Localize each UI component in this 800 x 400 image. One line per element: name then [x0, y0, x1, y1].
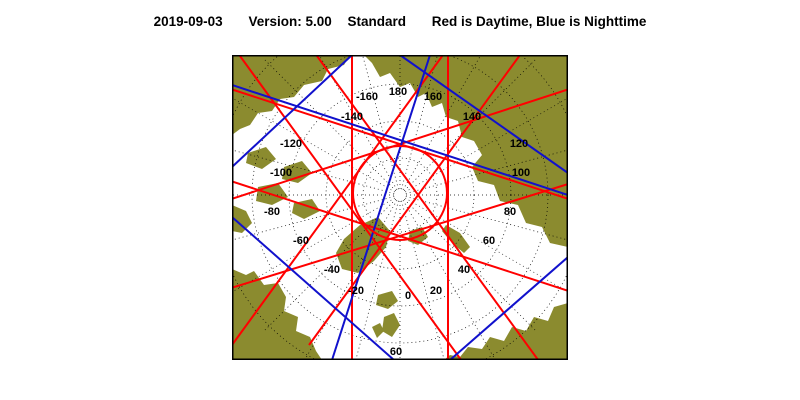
meridian-line: [233, 197, 395, 292]
land-polygon: [246, 147, 276, 169]
meridian-line: [304, 200, 398, 360]
satellite-track-nighttime: [331, 55, 431, 360]
longitude-label: -160: [356, 91, 378, 103]
longitude-label: -20: [348, 285, 364, 297]
land-polygon: [232, 205, 252, 233]
longitude-label: 160: [424, 91, 442, 103]
meridian-line: [263, 198, 397, 332]
meridian-line: [401, 200, 445, 360]
latitude-circle: [362, 157, 438, 233]
longitude-label: 180: [389, 86, 407, 98]
satellite-track-nighttime: [232, 55, 353, 168]
polar-map: -160 180 160 -140 140 -120 120 -100 100 -80 80 -60 6…: [232, 55, 568, 360]
pole-orbit-circle: [352, 145, 448, 241]
longitude-label: -80: [264, 206, 280, 218]
longitude-label: -40: [324, 264, 340, 276]
meridian-line: [405, 197, 567, 292]
land-polygon: [232, 269, 322, 360]
longitude-label: 140: [463, 111, 481, 123]
longitude-label: 120: [510, 138, 528, 150]
satellite-track-nighttime: [449, 256, 568, 360]
longitude-label: 40: [458, 264, 470, 276]
satellite-track-nighttime: [232, 216, 395, 360]
longitude-label: 0: [405, 290, 411, 302]
title-version: Version: 5.00: [248, 14, 332, 29]
satellite-track-nighttime: [232, 84, 568, 196]
longitude-label: 60: [483, 235, 495, 247]
land-polygon: [444, 303, 568, 360]
longitude-label: -120: [280, 138, 302, 150]
meridian-line: [402, 200, 496, 360]
map-frame: [232, 55, 568, 360]
longitude-label: -100: [270, 167, 292, 179]
meridian-line: [405, 196, 568, 241]
land-polygon: [382, 313, 400, 337]
longitude-label: 80: [504, 206, 516, 218]
latitude-circle: [251, 55, 549, 344]
meridian-line: [405, 98, 567, 193]
longitude-label: -140: [341, 111, 363, 123]
longitude-label: 60: [390, 346, 402, 358]
land-polygon: [232, 55, 350, 135]
land-polygon: [372, 323, 384, 338]
land-polygon: [282, 161, 312, 183]
meridian-line: [233, 98, 395, 193]
title-mode: Standard: [347, 14, 407, 29]
longitude-label: 100: [512, 167, 530, 179]
plot-title: 2019-09-03 Version: 5.00 Standard Red is…: [0, 14, 800, 29]
title-legend: Red is Daytime, Blue is Nighttime: [431, 14, 647, 29]
land-polygon: [336, 217, 390, 273]
meridian-line: [263, 58, 397, 192]
satellite-track-nighttime: [399, 55, 568, 174]
longitude-label: -60: [293, 235, 309, 247]
satellite-track-daytime: [232, 180, 568, 292]
title-date: 2019-09-03: [153, 14, 223, 29]
longitude-label: 20: [430, 285, 442, 297]
